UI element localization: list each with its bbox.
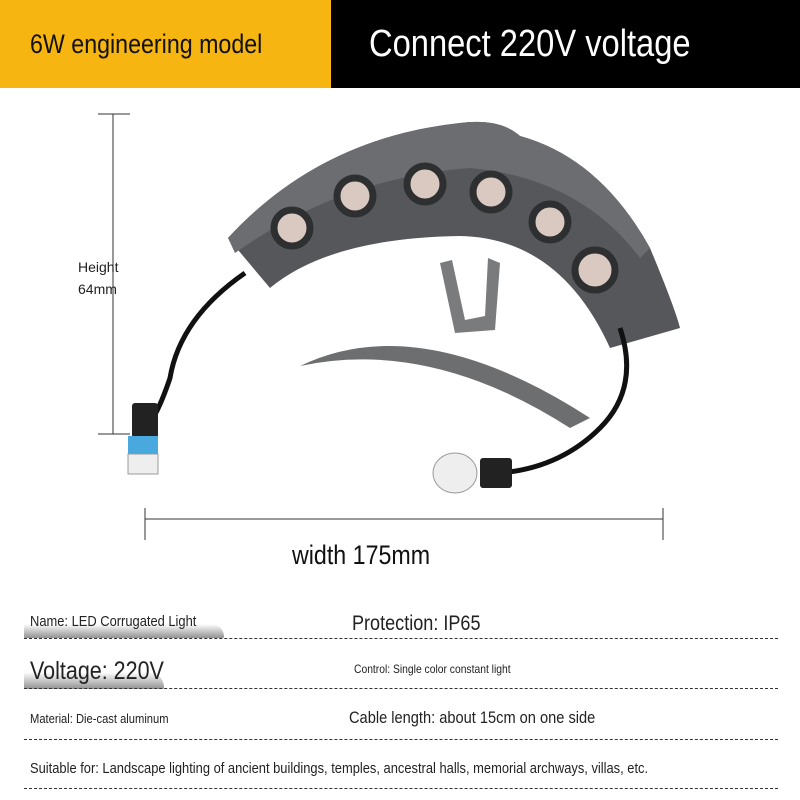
voltage-title: Connect 220V voltage xyxy=(369,22,691,65)
height-title: Height xyxy=(78,259,119,275)
spec-control: Control: Single color constant light xyxy=(354,662,511,676)
width-dimension-line xyxy=(144,508,664,540)
product-image xyxy=(98,113,680,540)
height-value: 64mm xyxy=(78,281,117,297)
mounting-bracket xyxy=(300,258,590,428)
cable-connector-right xyxy=(432,452,512,494)
spec-material: Material: Die-cast aluminum xyxy=(30,711,169,726)
spec-cable-length: Cable length: about 15cm on one side xyxy=(349,708,596,727)
spec-suitable-for: Suitable for: Landscape lighting of anci… xyxy=(30,760,649,777)
led-lenses xyxy=(270,162,619,294)
cable-connector-left xyxy=(127,403,159,475)
lamp-body xyxy=(228,121,680,348)
width-value: width 175mm xyxy=(292,540,431,570)
width-label: width 175mm xyxy=(292,540,453,571)
voltage-highlight xyxy=(24,672,164,689)
power-cables xyxy=(147,270,630,476)
voltage-banner: Connect 220V voltage xyxy=(331,0,800,88)
model-banner: 6W engineering model xyxy=(0,0,331,88)
spec-name: Name: LED Corrugated Light xyxy=(30,613,197,630)
spec-row-1 xyxy=(24,600,778,639)
spec-row-2 xyxy=(24,639,778,689)
height-dimension-line xyxy=(98,113,130,435)
spec-row-4 xyxy=(24,740,778,789)
spec-row-3 xyxy=(24,689,778,740)
spec-voltage: Voltage: 220V xyxy=(30,657,164,685)
model-title: 6W engineering model xyxy=(30,28,263,59)
name-highlight xyxy=(24,624,224,638)
height-label: Height 64mm xyxy=(78,256,118,300)
spec-protection: Protection: IP65 xyxy=(352,612,481,635)
